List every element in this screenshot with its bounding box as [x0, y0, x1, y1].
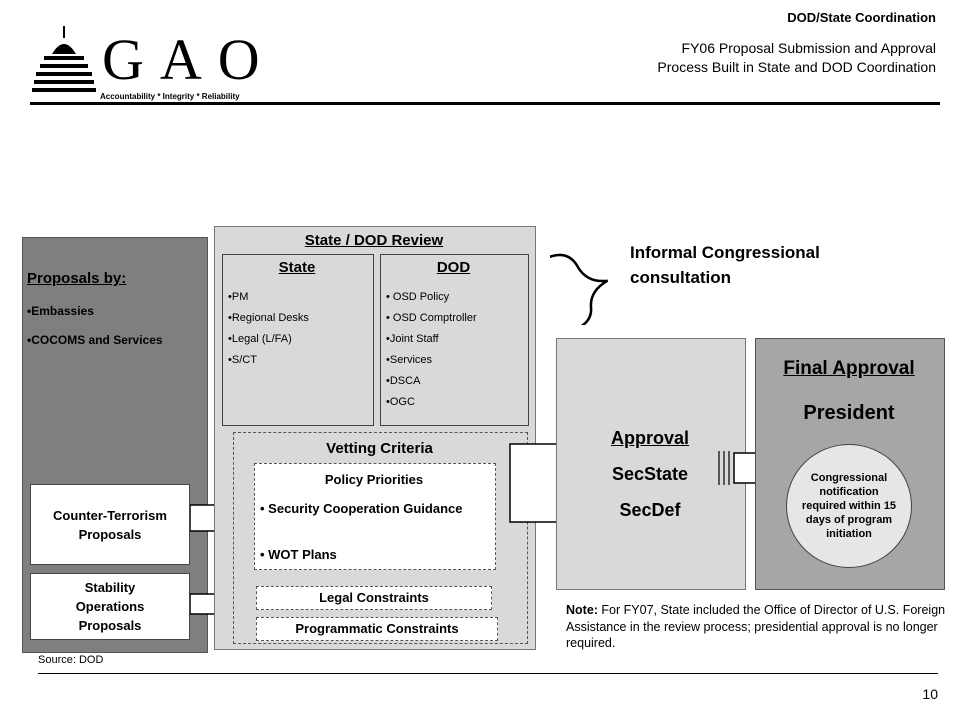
page-number: 10	[922, 686, 938, 702]
source-label: Source: DOD	[38, 654, 104, 666]
state-item: •S/CT	[228, 354, 257, 366]
counter-terrorism-box: Counter-Terrorism Proposals	[30, 484, 190, 565]
review-panel	[214, 226, 536, 650]
state-list: •PM •Regional Desks •Legal (L/FA) •S/CT	[228, 290, 309, 374]
page-subtitle-line2: Process Built in State and DOD Coordinat…	[657, 59, 936, 75]
approval-item: SecState	[611, 464, 689, 484]
note-text: Note: For FY07, State included the Offic…	[566, 602, 946, 652]
proposals-item: •COCOMS and Services	[27, 333, 163, 347]
logo-tagline: Accountability * Integrity * Reliability	[100, 92, 240, 101]
dod-heading: DOD	[436, 259, 471, 276]
policy-heading: Policy Priorities	[324, 472, 424, 487]
note-body: For FY07, State included the Office of D…	[566, 603, 946, 650]
gao-logo: GAO Accountability * Integrity * Reliabi…	[30, 16, 295, 104]
legal-box: Legal Constraints	[256, 586, 492, 610]
dod-item: •Services	[386, 354, 433, 366]
counter-terrorism-label: Counter-Terrorism Proposals	[53, 507, 167, 542]
proposals-heading: Proposals by:	[27, 270, 127, 287]
approval-heading: Approval	[610, 428, 689, 448]
policy-item: • Security Cooperation Guidance	[260, 501, 463, 516]
policy-box	[254, 463, 496, 570]
capitol-dome-icon	[32, 26, 96, 92]
approval-item: SecDef	[619, 500, 681, 520]
state-item: •PM	[228, 291, 249, 303]
stability-label: Stability Operations Proposals	[75, 580, 145, 633]
vetting-box	[233, 432, 528, 644]
programmatic-box: Programmatic Constraints	[256, 617, 498, 641]
state-item: •Legal (L/FA)	[228, 333, 292, 345]
state-heading: State	[278, 259, 316, 276]
note-label: Note:	[566, 603, 598, 617]
notification-circle: Congressional notification required with…	[786, 444, 912, 568]
programmatic-label: Programmatic Constraints	[295, 621, 459, 636]
policy-item: • WOT Plans	[260, 547, 337, 562]
review-heading: State / DOD Review	[304, 232, 444, 249]
proposals-item: •Embassies	[27, 304, 94, 318]
dod-box	[380, 254, 529, 426]
dod-item: • OSD Comptroller	[386, 312, 477, 324]
final-approval-heading: Final Approval	[783, 358, 915, 379]
approval-box	[556, 338, 746, 590]
legal-label: Legal Constraints	[319, 590, 429, 605]
stability-box: Stability Operations Proposals	[30, 573, 190, 640]
president-label: President	[803, 402, 895, 424]
footer-rule	[38, 673, 938, 674]
state-item: •Regional Desks	[228, 312, 309, 324]
dod-item: •OGC	[386, 396, 415, 408]
dod-list: • OSD Policy • OSD Comptroller •Joint St…	[386, 290, 477, 416]
dod-item: •DSCA	[386, 375, 421, 387]
state-box	[222, 254, 374, 426]
curly-brace-icon	[550, 253, 609, 325]
vetting-heading: Vetting Criteria	[326, 440, 433, 457]
consultation-label: Informal Congressional consultation	[630, 243, 820, 287]
header-rule	[30, 102, 940, 105]
page-title: DOD/State Coordination	[787, 10, 936, 25]
dod-item: •Joint Staff	[386, 333, 439, 345]
dod-item: • OSD Policy	[386, 291, 450, 303]
notification-text: Congressional notification required with…	[801, 472, 897, 540]
logo-text: GAO	[102, 27, 276, 92]
page-subtitle-line1: FY06 Proposal Submission and Approval	[681, 40, 936, 56]
